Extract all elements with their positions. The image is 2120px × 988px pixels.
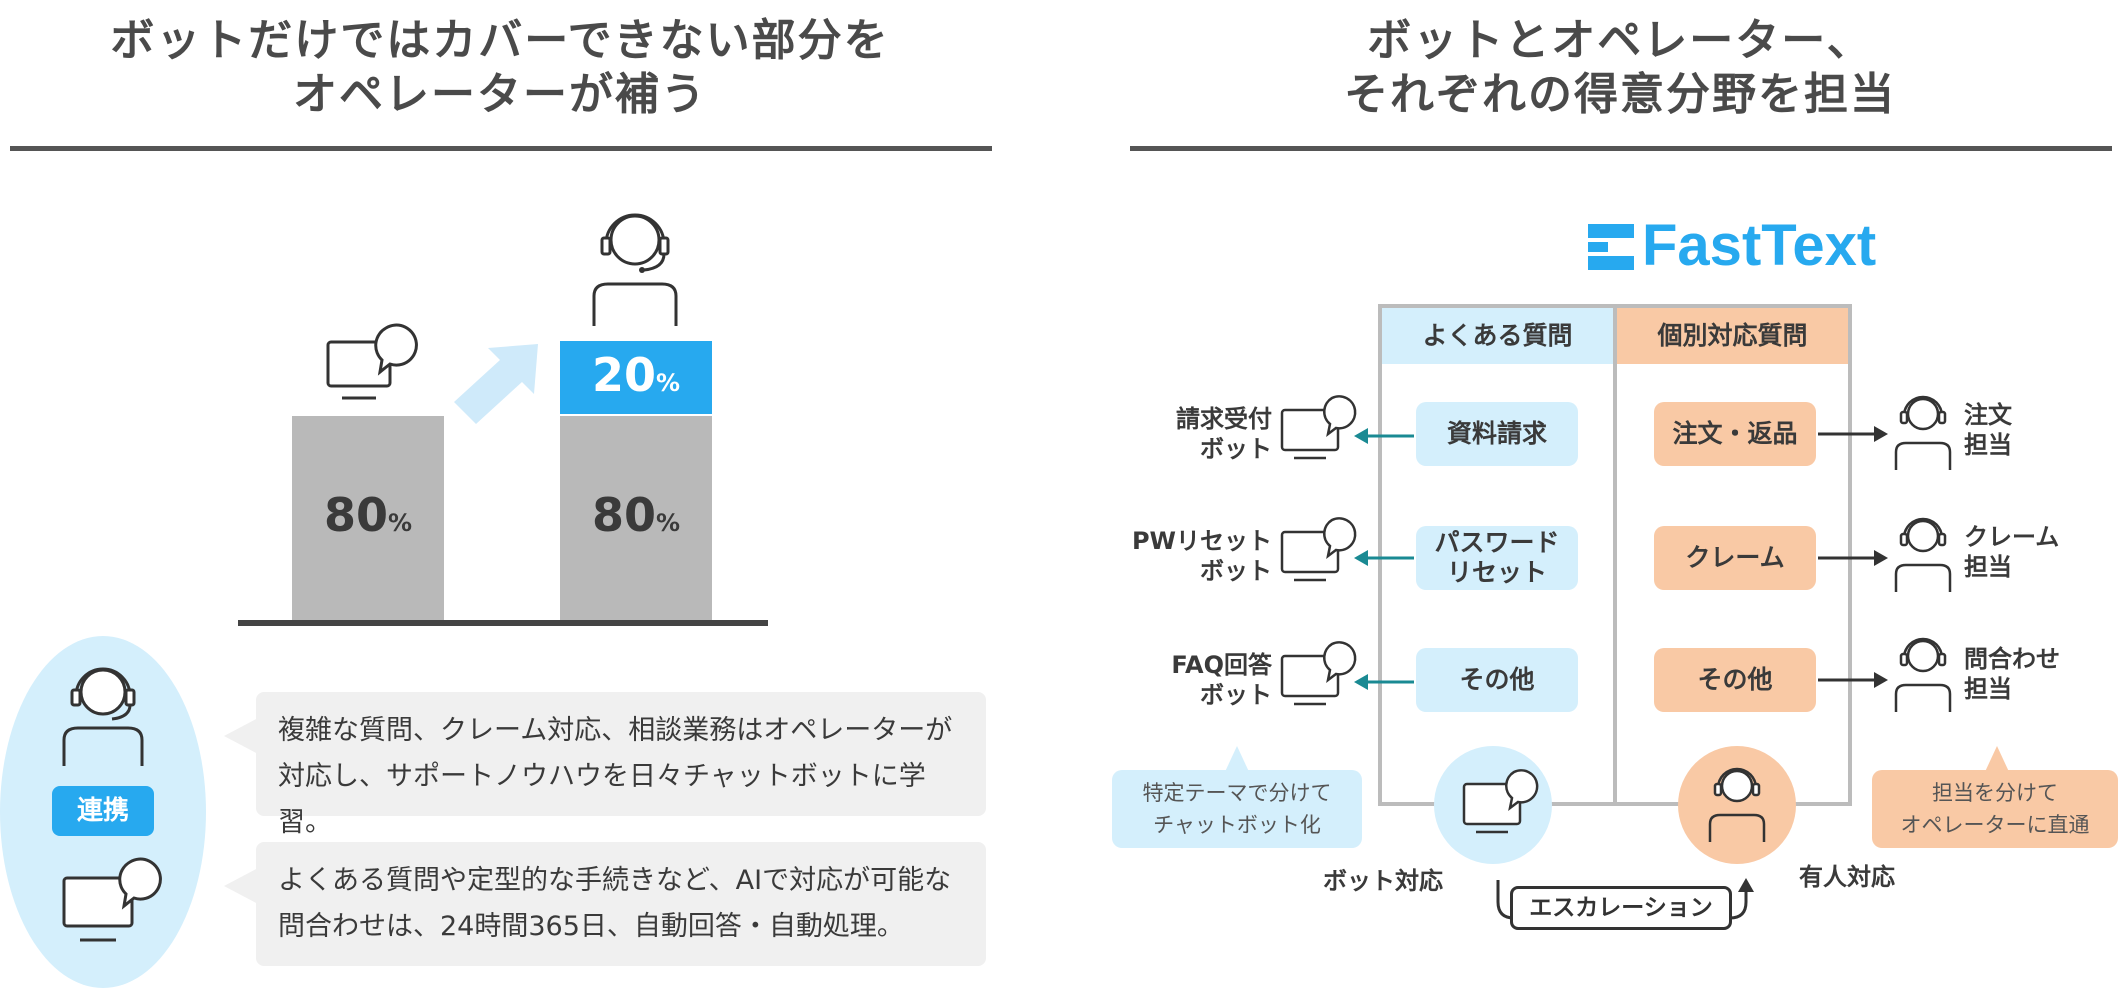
arrow-left-icon: [1354, 428, 1414, 444]
right-title-line1: ボットとオペレーター、: [1367, 15, 1873, 66]
operator-headset-icon: [62, 667, 144, 766]
operator-headset-icon: [1894, 517, 1952, 592]
arrow-right-icon: [1818, 550, 1888, 566]
bar-operator-portion: [560, 341, 712, 414]
collaboration-badge: 連携: [52, 786, 154, 836]
bot-monitor-icon: [326, 323, 418, 400]
operator-headset-icon: [1894, 395, 1952, 470]
bot-label-pw-reset: PWリセット ボット: [1131, 527, 1272, 585]
bot-description-line2: 問合わせは、24時間365日、自動回答・自動処理。: [278, 911, 904, 942]
bot-label-request: 請求受付 ボット: [1176, 405, 1272, 463]
bot-description-line1: よくある質問や定型的な手続きなど、AIで対応が可能な: [278, 865, 952, 896]
operator-headset-icon: [1708, 767, 1766, 842]
operator-headset-icon: [1894, 637, 1952, 712]
operator-description-line2: 対応し、サポートノウハウを日々チャットボットに学習。: [278, 761, 926, 838]
bar-bot-portion: [560, 416, 712, 622]
arrow-right-icon: [1818, 426, 1888, 442]
escalation-label: エスカレーション: [1510, 886, 1732, 930]
bot-description-bubble: よくある質問や定型的な手続きなど、AIで対応が可能な 問合わせは、24時間365…: [256, 842, 986, 966]
left-title-line2: オペレーターが補う: [293, 69, 707, 120]
column-header-faq: よくある質問: [1382, 308, 1613, 364]
fasttext-logo: FastText: [1642, 213, 1877, 278]
faq-item-password-reset: パスワード リセット: [1416, 526, 1578, 590]
chart-baseline: [238, 620, 768, 626]
right-title: ボットとオペレーター、 それぞれの得意分野を担当: [1130, 14, 2110, 122]
arrow-right-icon: [1818, 672, 1888, 688]
note-pointer: [1224, 746, 1250, 774]
operator-direct-note: 担当を分けて オペレーターに直通: [1872, 770, 2118, 848]
bar-bot-only: [292, 416, 444, 622]
individual-item-complaint: クレーム: [1654, 526, 1816, 590]
right-divider: [1130, 146, 2112, 151]
bot-monitor-icon: [1462, 769, 1539, 834]
operator-description-bubble: 複雑な質問、クレーム対応、相談業務はオペレーターが 対応し、サポートノウハウを日…: [256, 692, 986, 838]
bubble-pointer: [224, 718, 258, 754]
operator-label-complaint: クレーム 担当: [1964, 523, 2060, 581]
bar-bot-only-label: 80%: [323, 488, 413, 542]
arrow-left-icon: [1354, 674, 1414, 690]
operator-description-line1: 複雑な質問、クレーム対応、相談業務はオペレーターが: [278, 715, 953, 746]
operator-label-inquiry: 問合わせ 担当: [1964, 645, 2060, 703]
increase-arrow-icon: [454, 344, 538, 424]
human-response-label: 有人対応: [1799, 863, 1895, 891]
individual-item-order-return: 注文・返品: [1654, 402, 1816, 466]
bot-monitor-icon: [1280, 517, 1357, 582]
operator-headset-icon: [592, 213, 678, 326]
operator-label-order: 注文 担当: [1964, 401, 2012, 459]
column-header-individual: 個別対応質問: [1617, 308, 1848, 364]
bot-monitor-icon: [1280, 395, 1357, 460]
left-divider: [10, 146, 992, 151]
note-pointer: [1984, 746, 2010, 774]
left-title: ボットだけではカバーできない部分を オペレーターが補う: [10, 14, 990, 122]
bot-theme-note: 特定テーマで分けて チャットボット化: [1112, 770, 1362, 848]
arrow-left-icon: [1354, 550, 1414, 566]
right-title-line2: それぞれの得意分野を担当: [1344, 69, 1896, 120]
fasttext-logo-mark: [1588, 224, 1634, 270]
bot-monitor-icon: [1280, 641, 1357, 706]
bar-bot-portion-label: 80%: [591, 488, 681, 542]
bot-response-label: ボット対応: [1323, 867, 1443, 895]
bot-label-faq: FAQ回答 ボット: [1171, 651, 1272, 709]
category-table-divider: [1613, 304, 1617, 806]
bot-monitor-icon: [62, 857, 162, 942]
bubble-pointer: [224, 868, 258, 904]
human-response-circle: [1678, 746, 1796, 864]
left-title-line1: ボットだけではカバーできない部分を: [110, 15, 890, 66]
faq-item-other: その他: [1416, 648, 1578, 712]
faq-item-document-request: 資料請求: [1416, 402, 1578, 466]
bar-operator-portion-label: 20%: [591, 348, 681, 402]
individual-item-other: その他: [1654, 648, 1816, 712]
